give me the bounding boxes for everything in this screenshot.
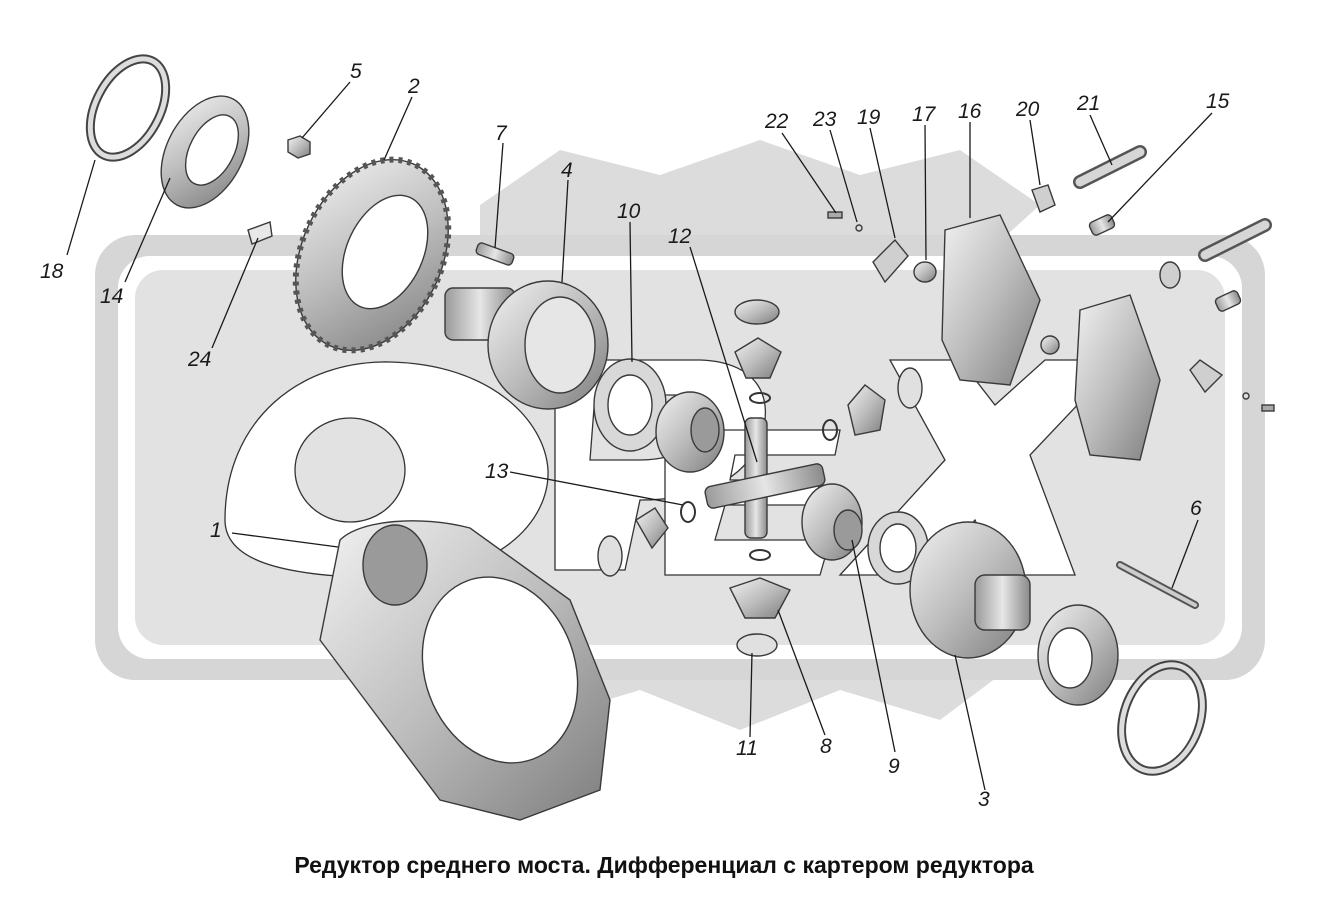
- part-21-bolts: [1073, 145, 1272, 262]
- label-part-10: 10: [617, 200, 641, 223]
- part-9-side-gear-left: [655, 391, 725, 473]
- label-part-24: 24: [187, 348, 211, 371]
- label-part-16: 16: [958, 100, 982, 123]
- part-19-lock-plate: [872, 238, 1224, 394]
- part-1-gear-housing: [319, 520, 611, 821]
- label-part-12: 12: [668, 225, 692, 248]
- label-part-20: 20: [1015, 98, 1040, 121]
- label-part-8: 8: [820, 735, 832, 758]
- part-22-23-small-bolts: [827, 211, 1275, 412]
- label-part-13: 13: [485, 460, 509, 483]
- label-part-11: 11: [736, 737, 758, 760]
- callout-labels: 18 14 5 2 24 7 4 10 12 13 1 22 23 19 17 …: [40, 60, 1230, 811]
- label-part-15: 15: [1206, 90, 1230, 113]
- part-4-diff-case-half: [444, 280, 609, 410]
- diagram-caption: Редуктор среднего моста. Дифференциал с …: [294, 852, 1034, 878]
- leader-lines: [66, 81, 1213, 791]
- label-part-19: 19: [857, 106, 881, 129]
- label-part-21: 21: [1076, 92, 1100, 115]
- label-part-14: 14: [100, 285, 123, 308]
- label-part-5: 5: [350, 60, 362, 83]
- label-part-9: 9: [888, 755, 900, 778]
- label-part-6: 6: [1190, 497, 1202, 520]
- part-12-spider-cross: [704, 417, 826, 539]
- part-17-bushing: [913, 261, 1060, 355]
- label-part-1: 1: [210, 519, 222, 542]
- label-part-23: 23: [812, 108, 837, 131]
- part-3-diff-case-half: [909, 521, 1031, 659]
- label-part-22: 22: [764, 110, 789, 133]
- part-6-bolt: [1116, 561, 1199, 609]
- label-part-7: 7: [495, 122, 508, 145]
- part-24-lock-plate: [247, 221, 273, 245]
- part-7-pin: [475, 242, 515, 266]
- part-18-lock-ring: [85, 54, 171, 162]
- part-8-satellite-gears: [597, 299, 923, 657]
- part-16-bearing-caps: [941, 214, 1161, 461]
- part-14-bearing: [160, 95, 250, 209]
- part-20-washer: [1031, 184, 1181, 289]
- label-part-17: 17: [912, 103, 937, 126]
- label-part-4: 4: [561, 159, 573, 182]
- label-part-3: 3: [978, 788, 990, 811]
- part-13-ring: [680, 392, 838, 561]
- part-2-bevel-gear: [292, 156, 452, 354]
- label-part-18: 18: [40, 260, 64, 283]
- part-5-nut: [287, 135, 311, 159]
- part-10-thrust-washer: [593, 358, 667, 452]
- part-15-dowel: [1088, 214, 1242, 312]
- part-18-lock-ring-right: [1117, 660, 1207, 776]
- label-part-2: 2: [407, 75, 420, 98]
- part-14-bearing-right: [1037, 604, 1119, 706]
